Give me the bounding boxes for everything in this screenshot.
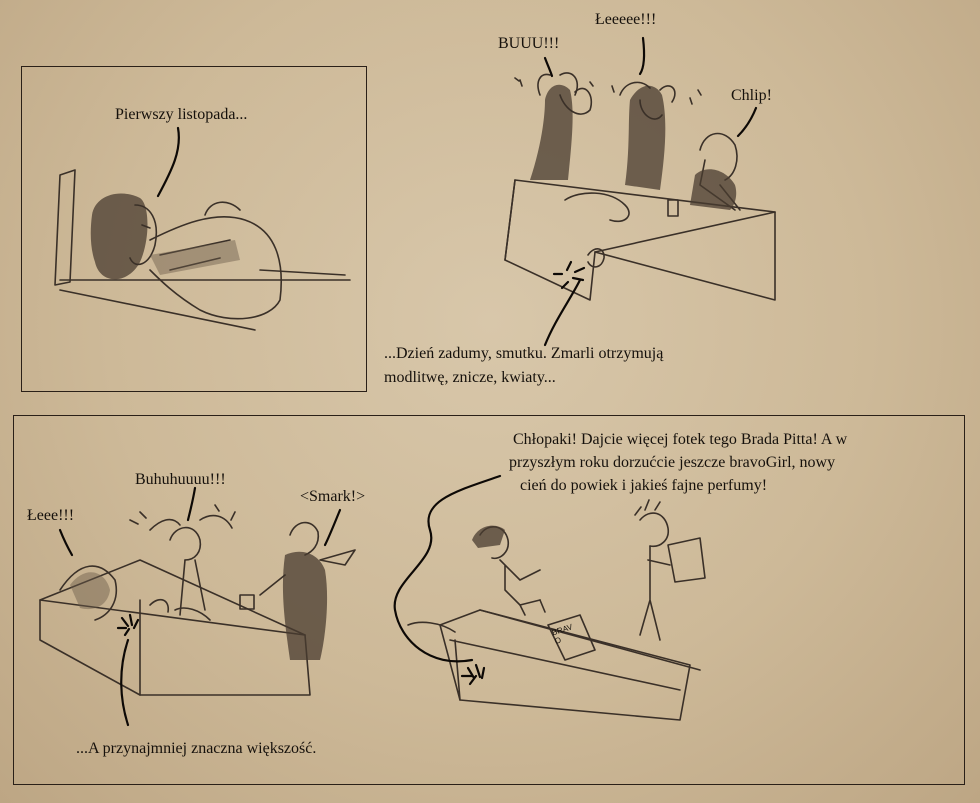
panel-3-speech-smark: <Smark!> bbox=[300, 488, 366, 505]
panel-2-tail-chlip bbox=[736, 106, 758, 138]
panel-3-caption: ...A przynajmniej znaczna większość. bbox=[76, 740, 317, 757]
panel-2-speech-chlip: Chlip! bbox=[731, 87, 772, 104]
panel-3-speech-leee: Łeee!!! bbox=[27, 507, 75, 524]
panel-1-caption: Pierwszy listopada... bbox=[115, 106, 248, 123]
panel-2-scene bbox=[504, 72, 776, 301]
panel-3-frame bbox=[13, 415, 965, 785]
panel-2-caption-line-2: modlitwę, znicze, kwiaty... bbox=[384, 369, 556, 386]
panel-2-tail-leeeee bbox=[638, 36, 646, 76]
panel-2-caption-line-1: ...Dzień zadumy, smutku. Zmarli otrzymuj… bbox=[384, 345, 664, 362]
panel-3-speech-chlopaki-line-3: cień do powiek i jakieś fajne perfumy! bbox=[520, 477, 768, 494]
panel-3-speech-chlopaki-line-1: Chłopaki! Dajcie więcej fotek tego Brada… bbox=[513, 431, 848, 448]
panel-2-speech-leeeee: Łeeeee!!! bbox=[595, 11, 657, 28]
panel-2-tail-caption bbox=[543, 278, 582, 347]
panel-3-speech-chlopaki-line-2: przyszłym roku dorzućcie jeszcze bravoGi… bbox=[509, 454, 836, 471]
panel-3-speech-buhuhuuuu: Buhuhuuuu!!! bbox=[135, 471, 226, 488]
panel-2-speech-buuu: BUUU!!! bbox=[498, 35, 560, 52]
panel-1-frame bbox=[21, 66, 367, 392]
panel-2-tail-buuu bbox=[543, 56, 554, 78]
